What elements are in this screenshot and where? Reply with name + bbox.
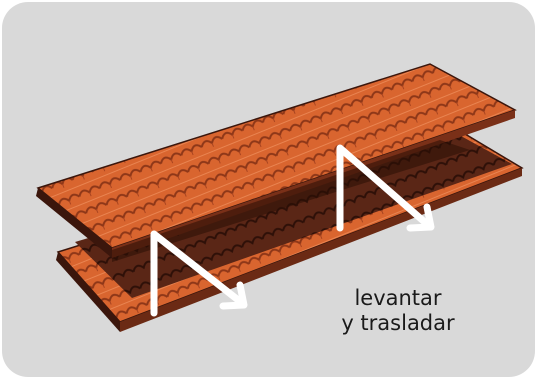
zigzag-arrow-icon: [150, 230, 248, 317]
caption-text: levantar y trasladar: [318, 286, 478, 336]
caption-line-2: y trasladar: [341, 311, 455, 335]
caption-line-1: levantar: [354, 286, 442, 310]
upper-tile-layer: [36, 63, 517, 262]
zigzag-arrow-icon: [336, 144, 435, 232]
